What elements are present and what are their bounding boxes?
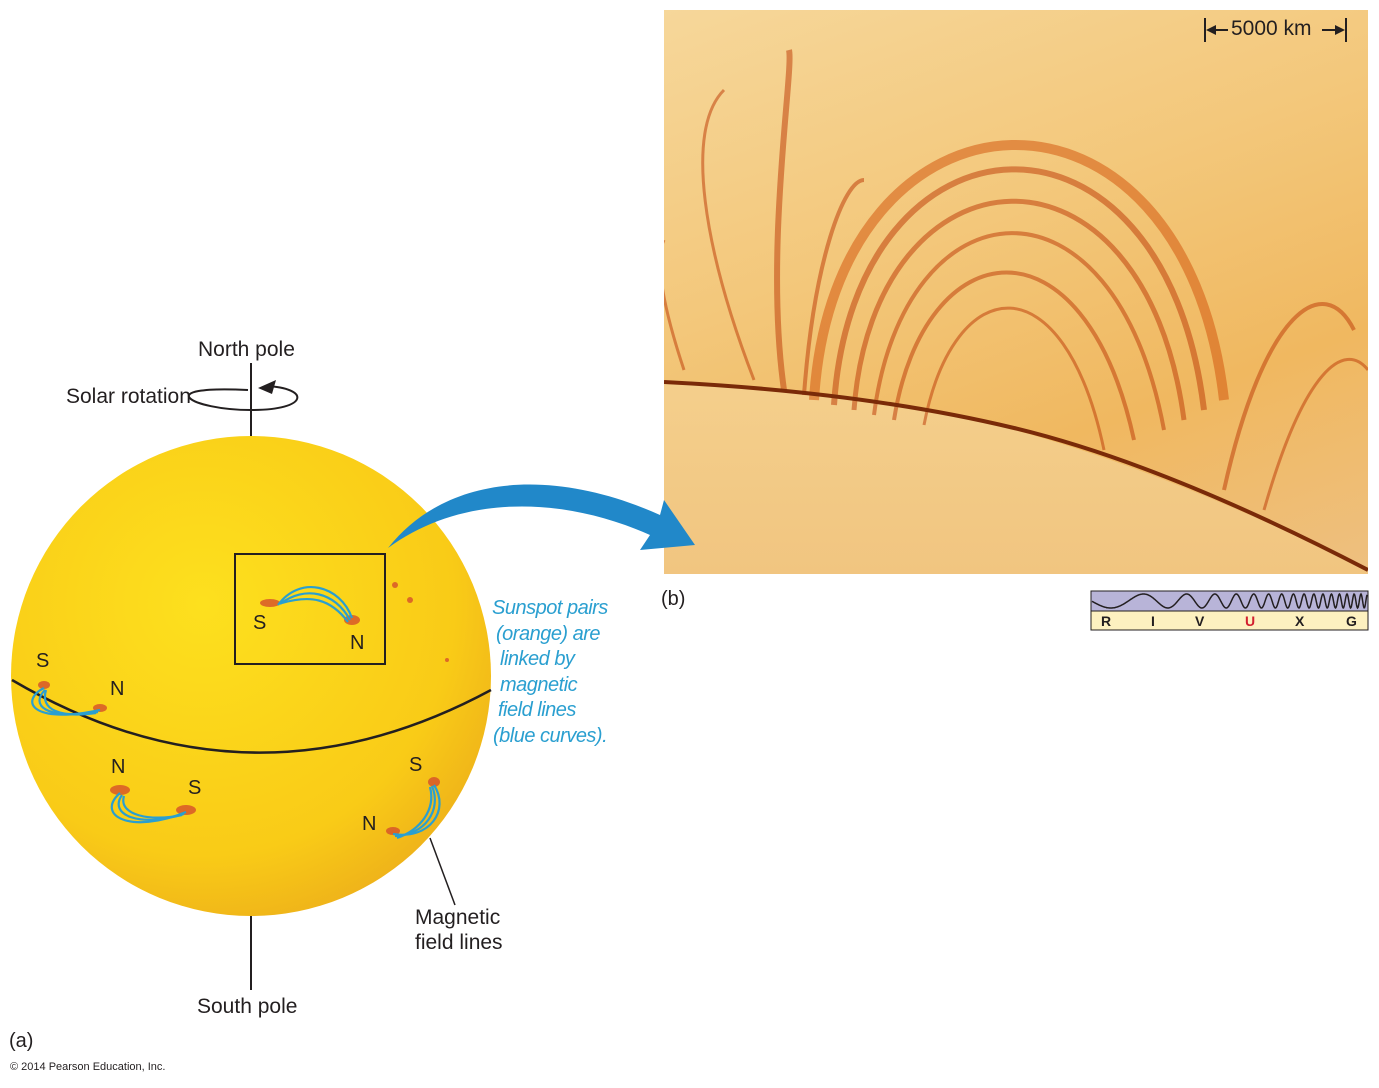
caption-line: magnetic [500,673,578,696]
polarity-label: S [253,612,267,634]
caption-line: Sunspot pairs [492,597,608,619]
sunspots [38,582,449,835]
band-u-highlighted: U [1245,613,1256,629]
coronal-loops-photo [664,10,1368,574]
sun-sphere [11,436,491,916]
polarity-label: N [111,756,126,778]
zoom-arrow-icon [388,484,695,550]
field-lines-label-line: Magnetic [415,906,501,929]
band-i: I [1151,613,1155,629]
polarity-label: N [350,632,365,654]
polarity-label: S [409,754,423,776]
caption-line: (blue curves). [493,724,608,747]
solar-rotation-label: Solar rotation [66,385,191,408]
band-v: V [1195,613,1205,629]
north-pole-label: North pole [198,338,295,361]
sunspot-caption: Sunspot pairs (orange) are linked by mag… [492,596,608,749]
rotation-arrow-icon [188,385,299,412]
caption-line: linked by [500,648,575,670]
caption-line: field lines [498,699,576,721]
polarity-label: N [362,813,377,835]
band-r: R [1101,613,1112,629]
scale-bar-label: 5000 km [1231,17,1312,40]
zoom-box [234,553,386,665]
band-x: X [1295,613,1305,629]
field-lines-label-line: field lines [415,931,503,954]
caption-line: (orange) are [496,622,601,645]
field-lines-leader [429,837,456,906]
polarity-label: S [36,650,50,672]
field-lines-label: Magnetic field lines [415,905,503,955]
polarity-label: S [188,777,202,799]
polarity-label: N [110,678,125,700]
magnetic-field-lines [31,586,441,840]
band-g: G [1346,613,1357,629]
copyright: © 2014 Pearson Education, Inc. [10,1061,166,1073]
wave-icon [1091,592,1368,610]
panel-a-label: (a) [9,1030,34,1052]
south-pole-label: South pole [197,995,298,1018]
panel-b-label: (b) [661,588,686,610]
